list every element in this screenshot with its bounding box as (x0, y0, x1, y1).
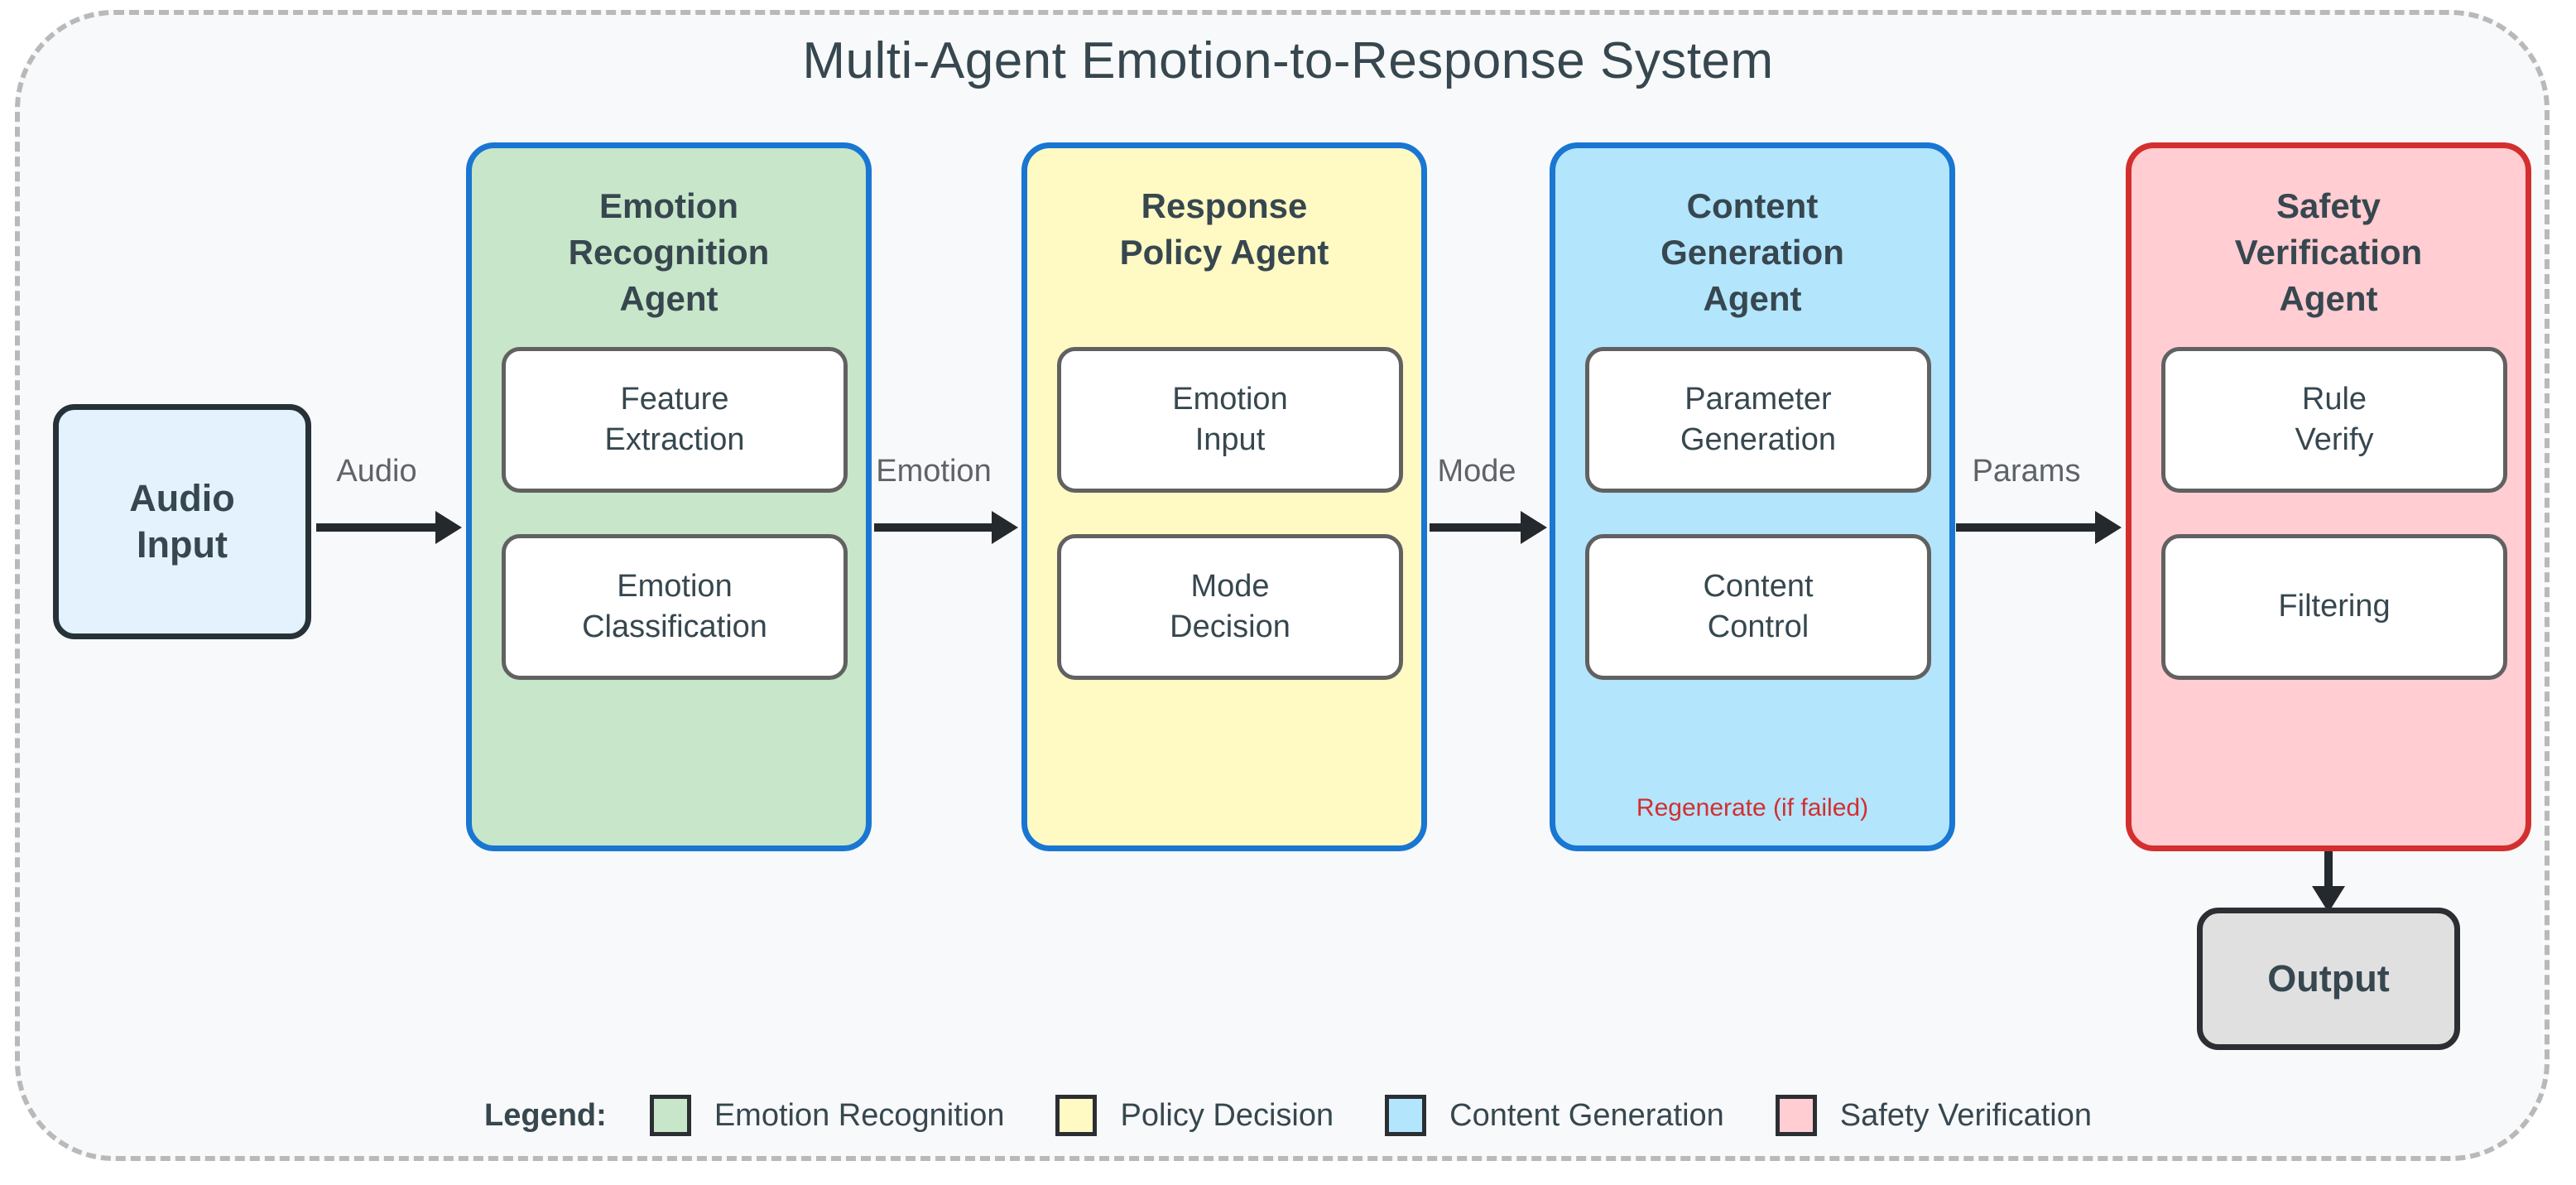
arrow-params (1956, 511, 2122, 544)
legend-label: Safety Verification (1839, 1097, 2092, 1133)
sub-box-filtering[interactable]: Filtering (2161, 534, 2507, 680)
legend-label: Emotion Recognition (714, 1097, 1005, 1133)
arrow-mode (1430, 511, 1547, 544)
legend-item-safety-verification: Safety Verification (1775, 1095, 2092, 1136)
legend-swatch-policy-decision (1055, 1095, 1098, 1136)
legend-title: Legend: (484, 1097, 607, 1133)
arrow-audio (316, 511, 462, 544)
regenerate-note: Regenerate (if failed) (1636, 794, 1869, 821)
sub-box-label: Filtering (2278, 589, 2391, 624)
legend-swatch-safety-verification (1775, 1095, 1817, 1136)
arrow-label-mode: Mode (1437, 454, 1516, 489)
arrow-label-params: Params (1972, 454, 2081, 489)
legend-label: Content Generation (1449, 1097, 1724, 1133)
output-node[interactable]: Output (2197, 908, 2460, 1050)
arrow-output (2312, 851, 2345, 913)
agent-title: Emotion Recognition Agent (568, 186, 770, 318)
page-title: Multi-Agent Emotion-to-Response System (802, 32, 1774, 89)
legend-label: Policy Decision (1120, 1097, 1334, 1133)
agent-title: Response Policy Agent (1119, 186, 1329, 272)
agent-title: Safety Verification Agent (2234, 186, 2423, 318)
arrow-label-audio: Audio (336, 454, 417, 489)
legend-item-policy-decision: Policy Decision (1055, 1095, 1334, 1136)
legend-item-emotion-recognition: Emotion Recognition (649, 1095, 1005, 1136)
legend-item-content-generation: Content Generation (1385, 1095, 1724, 1136)
arrow-emotion (874, 511, 1018, 544)
output-label: Output (2267, 956, 2390, 1000)
legend-swatch-content-generation (1385, 1095, 1427, 1136)
legend-swatch-emotion-recognition (649, 1095, 691, 1136)
arrow-label-emotion: Emotion (876, 454, 992, 489)
agent-title: Content Generation Agent (1660, 186, 1844, 318)
legend: Legend: Emotion Recognition Policy Decis… (0, 1095, 2576, 1136)
